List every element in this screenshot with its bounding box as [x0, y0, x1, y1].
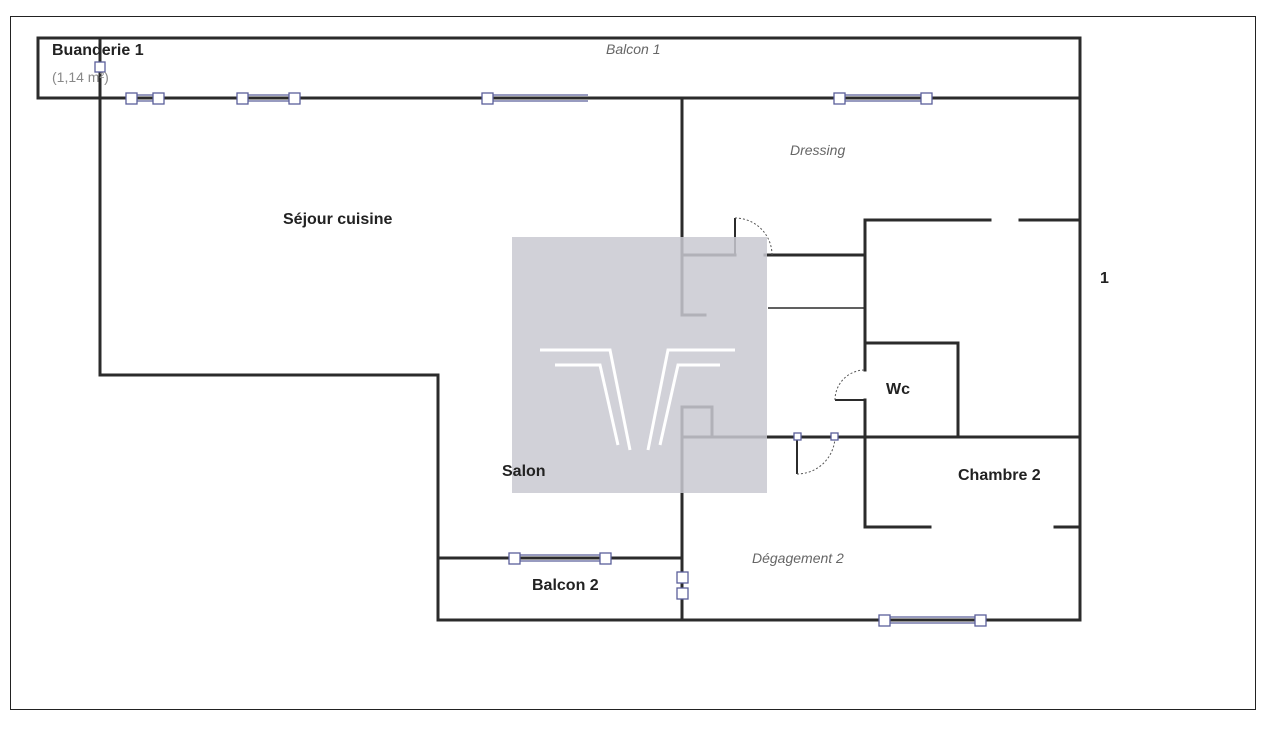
label-chambre-2: Chambre 2 [958, 467, 1041, 484]
doors [734, 217, 866, 475]
plan-frame [10, 16, 1256, 710]
label-chambre-1: 1 [1100, 270, 1109, 287]
windows [94, 61, 987, 627]
room-labels: Buanderie 1 (1,14 m²) Séjour cuisine Sal… [52, 41, 1109, 594]
label-balcon-1: Balcon 1 [606, 41, 660, 57]
walls [36, 36, 1082, 622]
label-cuisine: Séjour cuisine [283, 211, 392, 228]
label-buanderie-area: (1,14 m²) [52, 69, 109, 85]
label-buanderie: Buanderie 1 [52, 42, 144, 59]
label-wc: Wc [886, 381, 910, 398]
label-salon: Salon [502, 463, 546, 480]
label-degagement: Dégagement 2 [752, 550, 844, 566]
label-dressing: Dressing [790, 142, 845, 158]
watermark [512, 237, 767, 493]
label-balcon-2: Balcon 2 [532, 577, 599, 594]
tv-logo-icon [540, 348, 735, 451]
